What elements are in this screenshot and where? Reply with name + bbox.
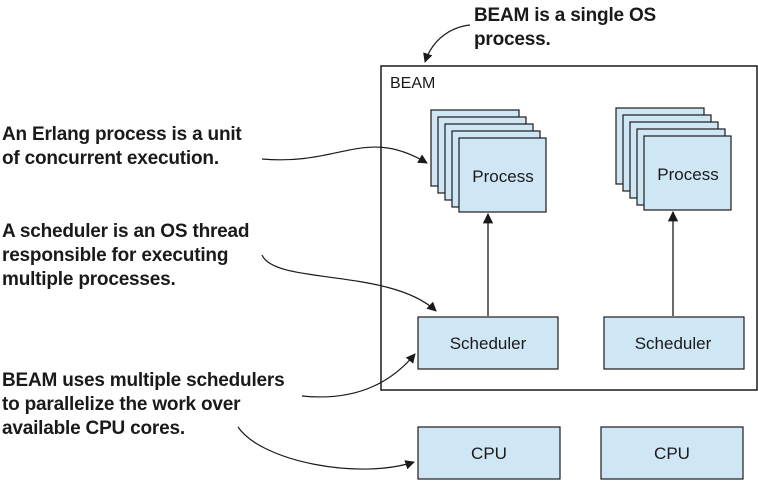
annotation-line: responsible for executing — [2, 245, 229, 266]
cpu-label-right: CPU — [654, 444, 690, 463]
annotation-erlang-process: An Erlang process is a unit of concurren… — [2, 123, 242, 171]
annotation-scheduler: A scheduler is an OS thread responsible … — [2, 220, 250, 292]
annotation-line: An Erlang process is a unit — [2, 124, 242, 145]
annotation-line: of concurrent execution. — [2, 148, 219, 169]
scheduler-box-right — [603, 316, 745, 370]
scheduler-box-left — [417, 316, 559, 370]
pointer-cpu-cores — [237, 426, 415, 470]
annotation-line: BEAM is a single OS — [474, 5, 657, 26]
annotation-line: multiple processes. — [2, 269, 176, 290]
scheduler-label-right: Scheduler — [635, 334, 712, 353]
pointer-multiple-schedulers — [301, 353, 416, 398]
scheduler-label-left: Scheduler — [450, 334, 527, 353]
annotation-multiple-schedulers: BEAM uses multiple schedulers to paralle… — [2, 369, 285, 441]
pointer-erlang-process — [261, 146, 428, 164]
pointer-beam-single-process — [423, 24, 471, 63]
process-stack-left: Process — [430, 109, 547, 213]
pointer-scheduler — [261, 254, 437, 312]
beam-container-title: BEAM — [390, 75, 435, 92]
annotation-line: available CPU cores. — [2, 418, 185, 439]
annotation-beam-single-process: BEAM is a single OS process. — [474, 4, 656, 52]
cpu-box-left — [417, 426, 561, 480]
annotation-line: A scheduler is an OS thread — [2, 221, 250, 242]
annotation-line: to parallelize the work over — [2, 394, 241, 415]
process-box-left — [458, 137, 547, 213]
process-label-left: Process — [472, 167, 533, 186]
annotation-line: process. — [474, 29, 551, 50]
process-label-right: Process — [657, 165, 718, 184]
annotation-line: BEAM uses multiple schedulers — [2, 370, 285, 391]
process-box-right — [643, 135, 732, 211]
process-stack-right: Process — [615, 107, 732, 211]
cpu-label-left: CPU — [471, 444, 507, 463]
cpu-box-right — [600, 426, 744, 480]
